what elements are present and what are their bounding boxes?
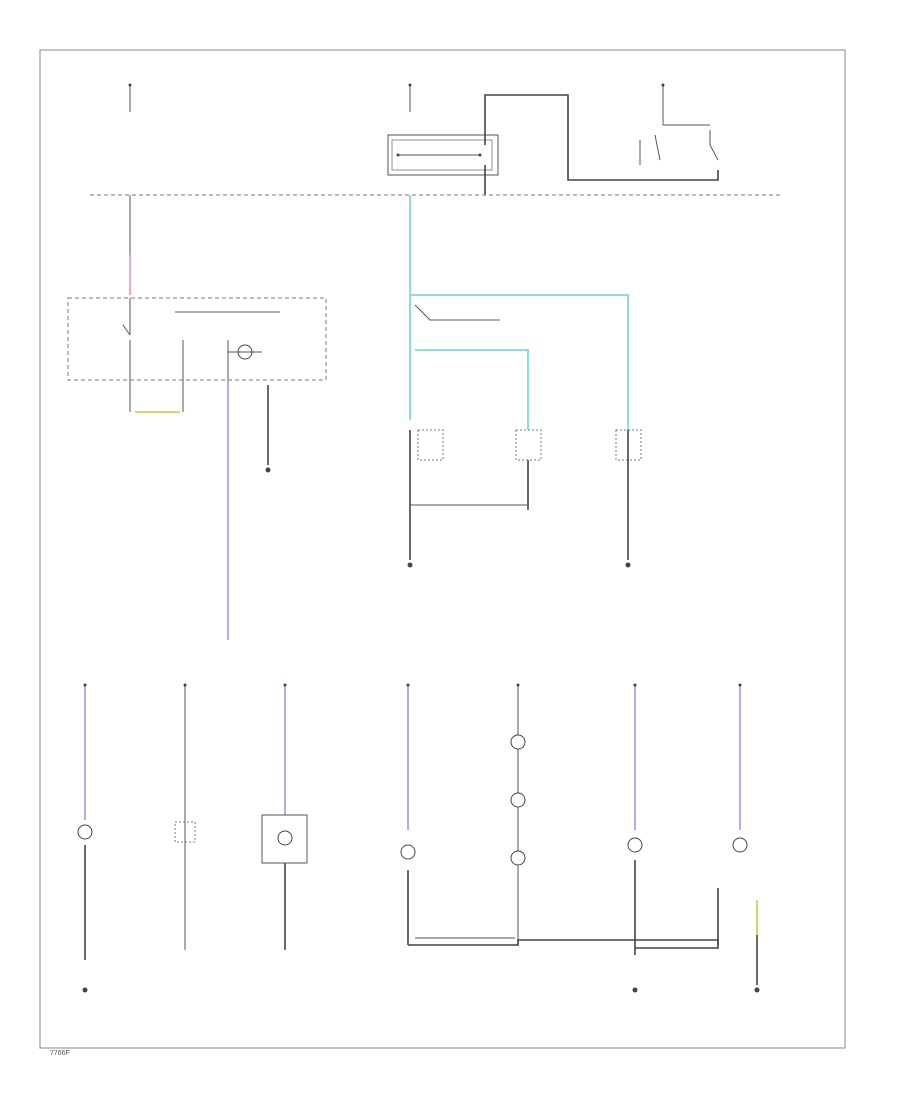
relay-feed-wire bbox=[484, 94, 719, 181]
lamp-6-bulb-icon bbox=[627, 837, 643, 853]
lamp-group-center bbox=[417, 429, 642, 461]
bottom-ground-bus bbox=[408, 939, 719, 949]
connector-branch bbox=[414, 304, 500, 321]
ground-symbol-2 bbox=[632, 987, 638, 993]
ground-symbol-3 bbox=[754, 987, 760, 993]
lamp-5b-bulb-icon bbox=[510, 792, 526, 808]
lamp-4-bulb-icon bbox=[400, 844, 416, 860]
ground-symbol-5 bbox=[625, 562, 631, 568]
ground-symbol-6 bbox=[265, 467, 271, 473]
lamp-1-bulb-icon bbox=[77, 824, 93, 840]
ground-symbol-1 bbox=[82, 987, 88, 993]
lamp-5a-bulb-icon bbox=[510, 734, 526, 750]
diagram-border bbox=[39, 49, 846, 1049]
diagram-code: 7766F bbox=[50, 1050, 70, 1057]
top-fuse-feed-2 bbox=[408, 83, 412, 112]
top-fuse-feed-3 bbox=[661, 83, 665, 112]
lamp-3-bulb-icon bbox=[277, 830, 293, 846]
ground-symbol-4 bbox=[407, 562, 413, 568]
lamp-5c-bulb-icon bbox=[510, 850, 526, 866]
dimmer-module-box bbox=[67, 297, 327, 381]
door-switch-group bbox=[639, 112, 719, 165]
cyan-wire-right bbox=[410, 294, 629, 430]
cyan-wire-middle bbox=[415, 349, 529, 430]
lamp-7-bulb-icon bbox=[732, 837, 748, 853]
relay-box bbox=[387, 134, 499, 176]
top-fuse-feed-1 bbox=[128, 83, 132, 112]
